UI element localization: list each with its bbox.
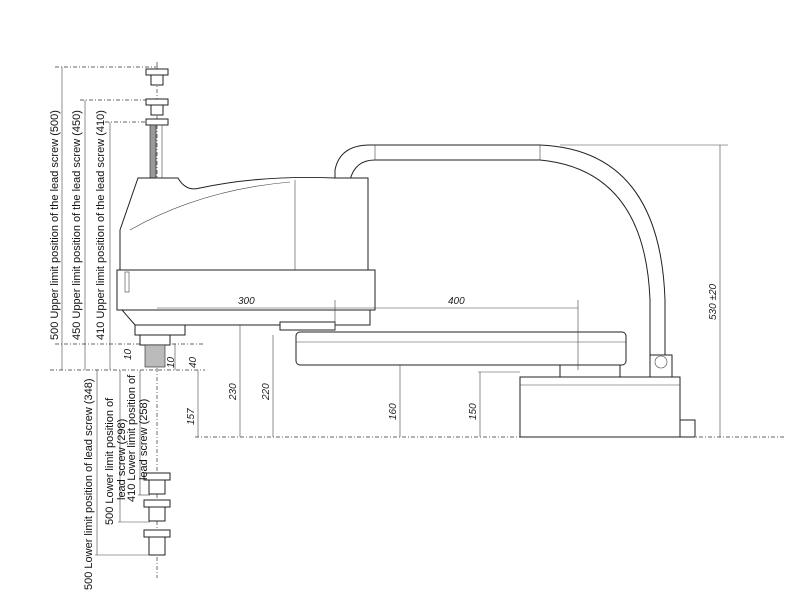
lower-limit-410-label-1: 410 Lower limit position of: [126, 374, 138, 502]
lower-positions: [143, 472, 171, 556]
dim-40: 40: [188, 356, 199, 368]
dim-230: 230: [228, 383, 239, 401]
dim-10a: 10: [123, 348, 134, 360]
lower-limit-450-label-1: 500 Lower limit position of: [104, 397, 116, 525]
lower-limit-410-label-2: lead screw (258): [138, 399, 150, 480]
motor-unit: [519, 354, 696, 438]
cable-duct-inner: [349, 159, 651, 360]
upper-limit-450-label: 450 Upper limit position of the lead scr…: [71, 110, 83, 340]
dim-157: 157: [186, 408, 197, 425]
robot-base: [116, 176, 376, 368]
lower-limit-500-label: 500 Lower limit position of lead screw (…: [83, 378, 95, 590]
dim-150: 150: [468, 403, 479, 420]
upper-limit-410-label: 410 Upper limit position of the lead scr…: [95, 110, 107, 340]
robot-arm-2: [295, 331, 627, 378]
dim-arm1: 300: [238, 296, 255, 307]
upper-limit-500-label: 500 Upper limit position of the lead scr…: [49, 110, 61, 340]
cable-duct-outer: [334, 144, 666, 360]
lower-limit-450-label-2: lead screw (298): [116, 419, 128, 500]
dim-160: 160: [388, 403, 399, 420]
dim-220: 220: [261, 383, 272, 401]
dim-arm2: 400: [448, 296, 465, 307]
dim-10b: 10: [166, 356, 177, 368]
dim-height-total: 530 ±20: [708, 283, 719, 320]
